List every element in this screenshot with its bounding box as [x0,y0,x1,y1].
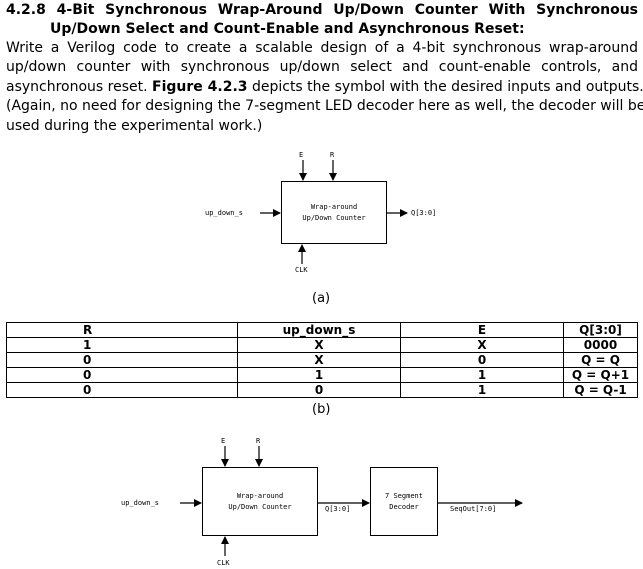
fig-c-decoder-line-1: 7 Segment [385,492,423,500]
header-up-down: up_down_s [237,322,401,338]
cell-q: 0000 [563,337,638,353]
paragraph-line-3-post: depicts the symbol with the desired inpu… [247,78,643,95]
fig-a-counter-line-1: Wrap-around [310,203,358,211]
description-paragraph: Write a Verilog code to create a scalabl… [6,39,643,136]
header-e: E [400,322,564,338]
cell-e: X [400,337,564,353]
cell-e: 1 [400,367,564,383]
cell-up-down: 1 [237,367,401,383]
fig-a-input-r: R [330,151,335,159]
fig-c-input-updown: up_down_s [121,499,159,507]
cell-q: Q = Q+1 [563,367,638,383]
paragraph-line-3-pre: asynchronous reset. [6,78,153,95]
fig-c-input-clk: CLK [217,559,230,567]
cell-e: 1 [400,382,564,398]
fig-a-input-clk: CLK [295,266,308,274]
table-row: 0 X 0 Q = Q [6,352,638,368]
fig-a-output-q: Q[3:0] [411,209,437,217]
paragraph-line-3: asynchronous reset. Figure 4.2.3 depicts… [6,78,643,97]
fig-c-counter-block [202,467,318,536]
cell-up-down: 0 [237,382,401,398]
cell-q: Q = Q-1 [563,382,638,398]
fig-c-decoder-block [370,467,438,536]
header-r: R [6,322,238,338]
fig-a-counter-label: Wrap-around Up/Down Counter [281,202,387,224]
header-q: Q[3:0] [563,322,638,338]
table-row: 1 X X 0000 [6,337,638,353]
fig-c-decoder-label: 7 Segment Decoder [370,491,438,513]
paragraph-line-4: (Again, no need for designing the 7-segm… [6,98,643,115]
cell-e: 0 [400,352,564,368]
fig-c-wire-q: Q[3:0] [325,505,351,513]
fig-c-output-seqout: SeqOut[7:0] [450,505,497,513]
heading-line-2: Up/Down Select and Count-Enable and Asyn… [50,21,525,37]
cell-r: 1 [6,337,238,353]
table-caption: (b) [312,402,331,417]
fig-c-counter-line-1: Wrap-around [236,492,284,500]
cell-up-down: X [237,352,401,368]
figure-reference: Figure 4.2.3 [152,78,248,95]
truth-table-header-row: R up_down_s E Q[3:0] [6,322,638,338]
fig-c-input-e: E [221,437,226,445]
fig-a-caption: (a) [312,291,331,306]
cell-q: Q = Q [563,352,638,368]
fig-c-input-r: R [256,437,261,445]
cell-r: 0 [6,367,238,383]
fig-a-input-updown: up_down_s [205,209,243,217]
section-heading: 4.2.8 4-Bit Synchronous Wrap-Around Up/D… [6,1,638,39]
fig-a-input-e: E [299,151,304,159]
cell-r: 0 [6,352,238,368]
fig-c-counter-label: Wrap-around Up/Down Counter [202,491,318,513]
fig-a-counter-line-2: Up/Down Counter [302,214,366,222]
truth-table: R up_down_s E Q[3:0] 1 X X 0000 0 X 0 Q … [6,322,638,398]
table-row: 0 0 1 Q = Q-1 [6,382,638,398]
cell-r: 0 [6,382,238,398]
fig-a-counter-block [281,181,387,244]
cell-up-down: X [237,337,401,353]
paragraph-line-5: used during the experimental work.) [6,117,263,134]
heading-line-1: 4.2.8 4-Bit Synchronous Wrap-Around Up/D… [6,2,638,18]
fig-c-decoder-line-2: Decoder [389,503,419,511]
paragraph-line-1: Write a Verilog code to create a scalabl… [6,40,638,56]
fig-c-counter-line-2: Up/Down Counter [228,503,292,511]
table-row: 0 1 1 Q = Q+1 [6,367,638,383]
paragraph-line-2: up/down counter with synchronous up/down… [6,59,638,76]
